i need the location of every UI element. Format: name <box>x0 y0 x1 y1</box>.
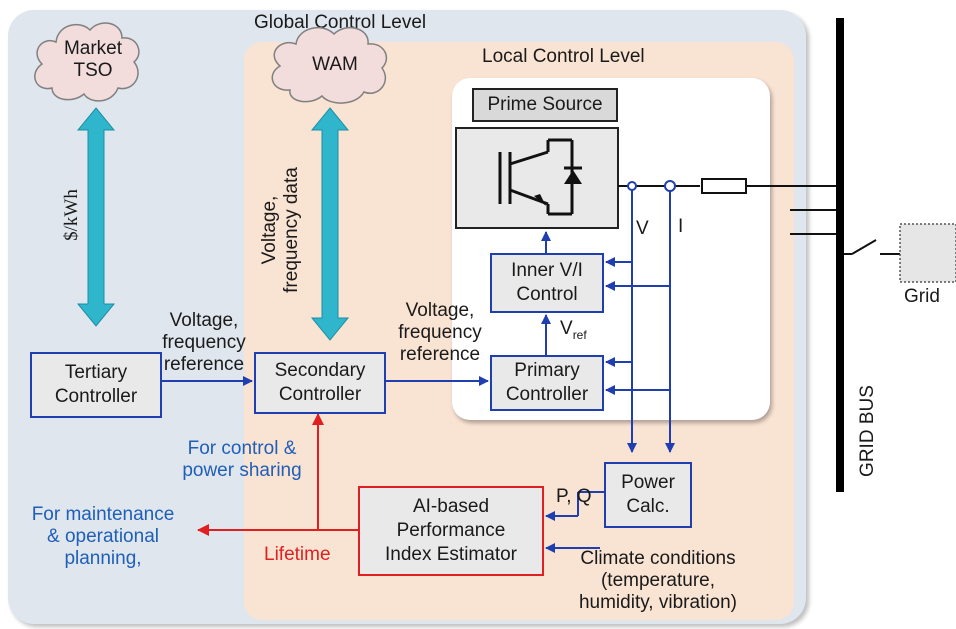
secondary-controller-label: Secondary Controller <box>274 360 366 405</box>
power-calc-label: Power Calc. <box>621 472 675 517</box>
voltage-frequency-reference-label-1: Voltage, frequency reference <box>162 310 246 375</box>
secondary-controller-box[interactable]: Secondary Controller <box>254 352 386 414</box>
inner-vi-control-box[interactable]: Inner V/I Control <box>490 253 604 313</box>
ai-estimator-box[interactable]: AI-based Performance Index Estimator <box>358 486 544 576</box>
v-measurement-node <box>627 181 637 191</box>
global-control-level-title: Global Control Level <box>254 12 427 33</box>
cyan-double-arrow-data <box>310 107 350 341</box>
ai-estimator-label: AI-based Performance Index Estimator <box>385 496 517 565</box>
local-control-level-title: Local Control Level <box>482 46 645 67</box>
pq-label: P, Q <box>556 486 592 507</box>
vref-main: V <box>560 318 573 339</box>
grid-label: Grid <box>904 286 940 307</box>
voltage-frequency-data-label: Voltage, frequency data <box>259 167 302 293</box>
power-calc-box[interactable]: Power Calc. <box>604 462 692 528</box>
v-label: V <box>636 218 649 239</box>
climate-conditions-label: Climate conditions (temperature, humidit… <box>578 548 738 613</box>
tertiary-controller-box[interactable]: Tertiary Controller <box>30 352 162 418</box>
control-sharing-label: For control & power sharing <box>182 438 302 481</box>
inner-vi-control-label: Inner V/I Control <box>511 260 583 305</box>
cyan-double-arrow-price <box>76 107 116 327</box>
market-cloud-shape <box>34 22 140 102</box>
i-label: I <box>678 216 684 237</box>
grid-box-shape <box>899 223 956 283</box>
market-tso-label: Market TSO <box>63 38 123 81</box>
prime-source-box[interactable]: Prime Source <box>472 88 618 122</box>
tertiary-controller-label: Tertiary Controller <box>54 362 138 407</box>
i-measurement-node <box>664 180 676 192</box>
vref-label: Vref <box>560 318 587 346</box>
price-label: $/kWh <box>61 189 82 241</box>
voltage-frequency-reference-label-2: Voltage, frequency reference <box>398 300 482 365</box>
primary-controller-box[interactable]: Primary Controller <box>490 355 604 411</box>
vref-subscript: ref <box>572 327 587 342</box>
wam-cloud-shape <box>271 26 388 104</box>
lifetime-label: Lifetime <box>264 544 331 565</box>
igbt-arrowhead <box>534 194 546 206</box>
maintenance-label: For maintenance & operational planning, <box>31 504 175 569</box>
grid-bus-bar <box>836 18 844 492</box>
primary-controller-label: Primary Controller <box>505 360 589 405</box>
line-impedance <box>701 178 747 194</box>
prime-source-label: Prime Source <box>487 94 603 115</box>
wam-label: WAM <box>312 54 358 75</box>
converter-block <box>455 127 619 229</box>
grid-bus-label: GRID BUS <box>857 385 878 477</box>
diode-symbol <box>564 170 582 184</box>
